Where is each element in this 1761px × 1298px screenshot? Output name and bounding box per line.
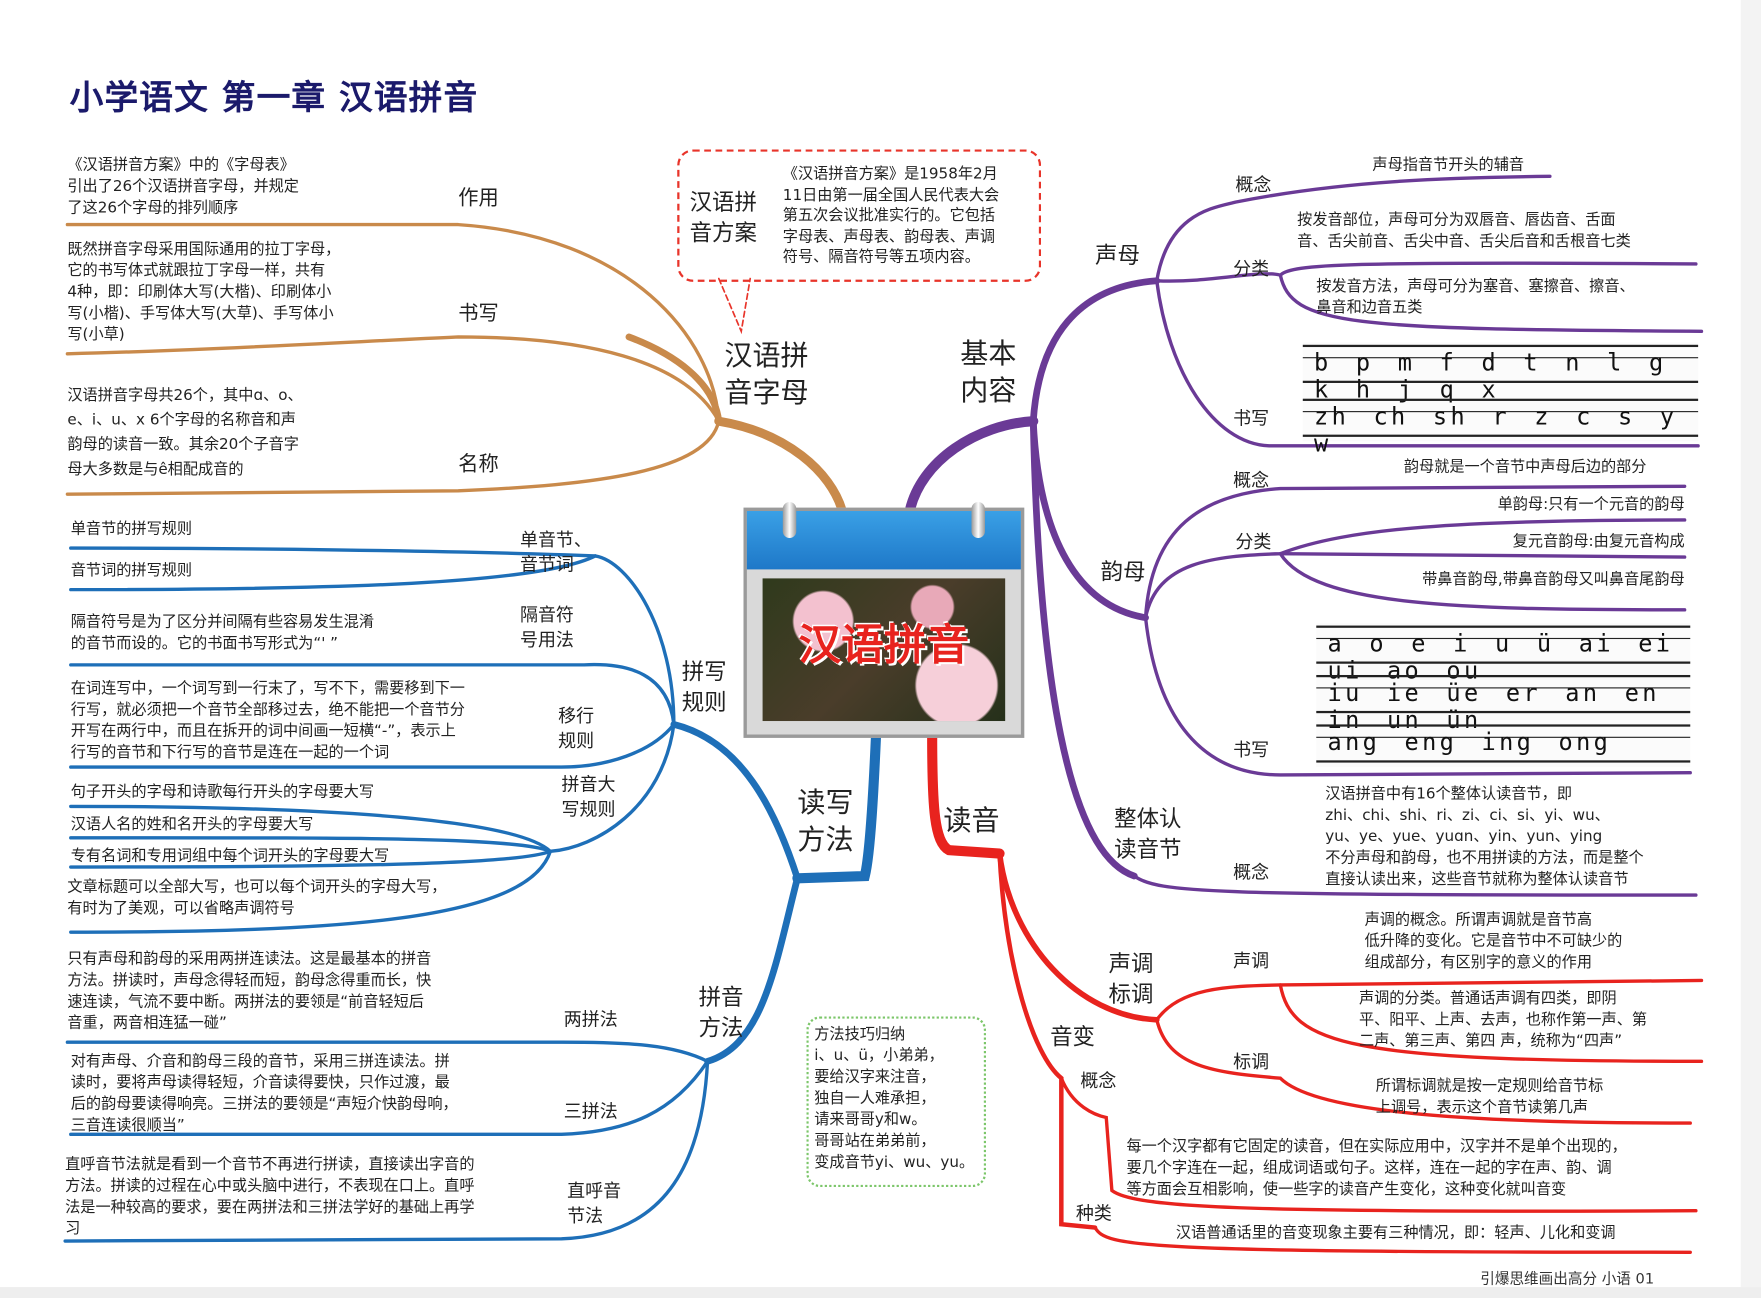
leaf-text: 按发音部位，声母可分为双唇音、唇齿音、舌面 音、舌尖前音、舌尖中音、舌尖后音和舌… [1297,211,1631,251]
node-label: 移行 规则 [558,705,595,752]
node-label: 拼音大 写规则 [561,773,616,820]
leaf-text: 所谓标调就是按一定规则给音节标 上调号，表示这个音节读第几声 [1375,1077,1604,1117]
page-footer: 引爆思维画出高分 小语 01 [1480,1271,1655,1289]
leaf-text: 单韵母:只有一个元音的韵母 [1497,495,1685,514]
pinyin-row-text: zh ch sh r z c s y w [1314,403,1678,458]
node-label: 直呼音 节法 [567,1180,622,1227]
leaf-text: 汉语拼音字母共26个，其中ɑ、o、 e、i、u、x 6个字母的名称音和声 韵母的… [67,386,303,479]
leaf-text: 带鼻音韵母,带鼻音韵母又叫鼻音尾韵母 [1422,570,1685,589]
leaf-text: 专有名词和专用词组中每个词开头的字母要大写 [70,846,390,865]
callout-title: 汉语拼 音方案 [689,188,757,246]
branch-basic-label: 基本 内容 [960,336,1017,407]
node-label: 分类 [1233,258,1270,280]
page-title: 小学语文 第一章 汉语拼音 [69,78,479,118]
leaf-text: 音节词的拼写规则 [70,561,193,580]
leaf-text: 韵母就是一个音节中声母后边的部分 [1403,458,1647,477]
node-label: 标调 [1233,1051,1270,1073]
leaf-text: 对有声母、介音和韵母三段的音节，采用三拼连读法。拼 读时，要将声母读得轻短，介音… [70,1052,458,1135]
leaf-text: 在词连写中，一个词写到一行末了，写不下，需要移到下一 行写，就必须把一个音节全部… [70,679,465,762]
pinyin-row-text: ang eng ing ong [1327,728,1612,756]
pinyin-row-text: a o e i u ü ai ei ui ao ou [1327,630,1674,684]
page-bottom-edge [0,1287,1761,1298]
shengmu-writing-chart: b p m f d t n l g k h j q x zh ch sh r z… [1302,342,1699,457]
pinyin-row-text: iu ie üe er an en in un ün [1327,679,1660,734]
yunmu-writing-chart: a o e i u ü ai ei ui ao ou iu ie üe er a… [1316,623,1691,768]
leaf-text: 既然拼音字母采用国际通用的拉丁字母， 它的书写体式就跟拉丁字母一样，共有 4种，… [67,240,341,344]
node-label: 概念 [1233,469,1270,491]
calendar-ring-icon [971,502,985,538]
pinyin-row: a o e i u ü ai ei ui ao ou [1316,625,1691,684]
leaf-text: 汉语人名的姓和名开头的字母要大写 [70,815,314,834]
branch-reading-label: 读音 [943,804,1000,837]
node-label: 名称 [458,452,499,477]
node-label: 单音节、 音节词 [519,528,592,576]
leaf-text: 隔音符号是为了区分并间隔有些容易发生混淆 的音节而设的。它的书面书写形式为“' … [70,613,374,653]
leaf-text: 按发音方法，声母可分为塞音、塞擦音、擦音、 鼻音和边音五类 [1316,277,1635,317]
node-label: 隔音符 号用法 [519,604,574,651]
pinyin-row-text: b p m f d t n l g k h j q x [1314,349,1667,404]
center-title: 汉语拼音 [798,619,970,670]
center-calendar-image: 汉语拼音 [743,502,1025,738]
node-label: 分类 [1235,531,1272,553]
leaf-text: 声母指音节开头的辅音 [1372,156,1525,175]
branch-letters-label: 汉语拼 音字母 [724,339,809,409]
leaf-text: 每一个汉字都有它固定的读音，但在实际应用中，汉字并不是单个出现的， 要几个字连在… [1126,1137,1627,1199]
leaf-text: 《汉语拼音方案》中的《字母表》 引出了26个汉语拼音字母，并规定 了这26个字母… [67,156,299,217]
node-whole-syllables: 整体认 读音节 [1114,805,1182,863]
node-yunmu: 韵母 [1100,558,1146,586]
node-shengmu: 声母 [1095,241,1140,269]
pinyin-row: zh ch sh r z c s y w [1302,398,1699,457]
leaf-text: 只有声母和韵母的采用两拼连读法。这是最基本的拼音 方法。拼读时，声母念得轻而短，… [67,950,432,1033]
node-label: 书写 [1233,738,1270,761]
node-label: 种类 [1075,1202,1112,1225]
tips-box [806,1016,987,1188]
node-label: 概念 [1233,861,1270,883]
node-spelling-rules: 拼写 规则 [681,658,727,716]
leaf-text: 句子开头的字母和诗歌每行开头的字母要大写 [70,782,374,801]
node-label: 作用 [458,186,499,211]
leaf-text: 单音节的拼写规则 [70,519,193,538]
pinyin-row: iu ie üe er an en in un ün [1316,674,1691,733]
callout-text: 《汉语拼音方案》是1958年2月 11日由第一届全国人民代表大会 第五次会议批准… [782,165,1000,267]
node-label: 概念 [1080,1070,1117,1092]
leaf-text: 汉语拼音中有16个整体认读音节，即 zhi、chi、shi、ri、zi、ci、s… [1325,785,1644,889]
pinyin-row: b p m f d t n l g k h j q x [1302,344,1699,403]
leaf-text: 声调的概念。所谓声调就是音节高 低升降的变化。它是音节中不可缺少的 组成部分，有… [1364,910,1623,972]
node-label: 三拼法 [563,1100,618,1122]
node-label: 书写 [1233,407,1270,430]
node-label: 声调 [1233,950,1270,972]
node-label: 概念 [1235,174,1272,196]
orange-branches [65,222,847,516]
tips-text: 方法技巧归纳 i、u、ü，小弟弟， 要给汉字来注音， 独自一人难承担， 请来哥哥… [814,1025,975,1172]
leaf-text: 汉语普通话里的音变现象主要有三种情况，即：轻声、儿化和变调 [1175,1224,1616,1243]
node-sound-change: 音变 [1050,1023,1096,1051]
callout-scheme [677,149,1042,282]
leaf-text: 复元音韵母:由复元音构成 [1512,532,1685,551]
pinyin-row: ang eng ing ong [1316,724,1691,763]
leaf-text: 直呼音节法就是看到一个音节不再进行拼读，直接读出字音的 方法。拼读的过程在心中或… [65,1155,475,1238]
node-label: 两拼法 [563,1008,618,1030]
leaf-text: 声调的分类。普通话声调有四类，即阴 平、阳平、上声、去声，也称作第一声、第 二声… [1358,989,1648,1051]
page-edge [1740,0,1761,1288]
calendar-ring-icon [782,502,797,538]
node-label: 书写 [458,302,499,326]
blossom-photo: 汉语拼音 [762,578,1006,722]
branch-method-label: 读写 方法 [797,786,854,856]
leaf-text: 文章标题可以全部大写，也可以每个词开头的字母大写， 有时为了美观，可以省略声调符… [67,878,447,918]
node-tone: 声调 标调 [1108,950,1154,1008]
node-pinyin-method: 拼音 方法 [698,983,744,1042]
